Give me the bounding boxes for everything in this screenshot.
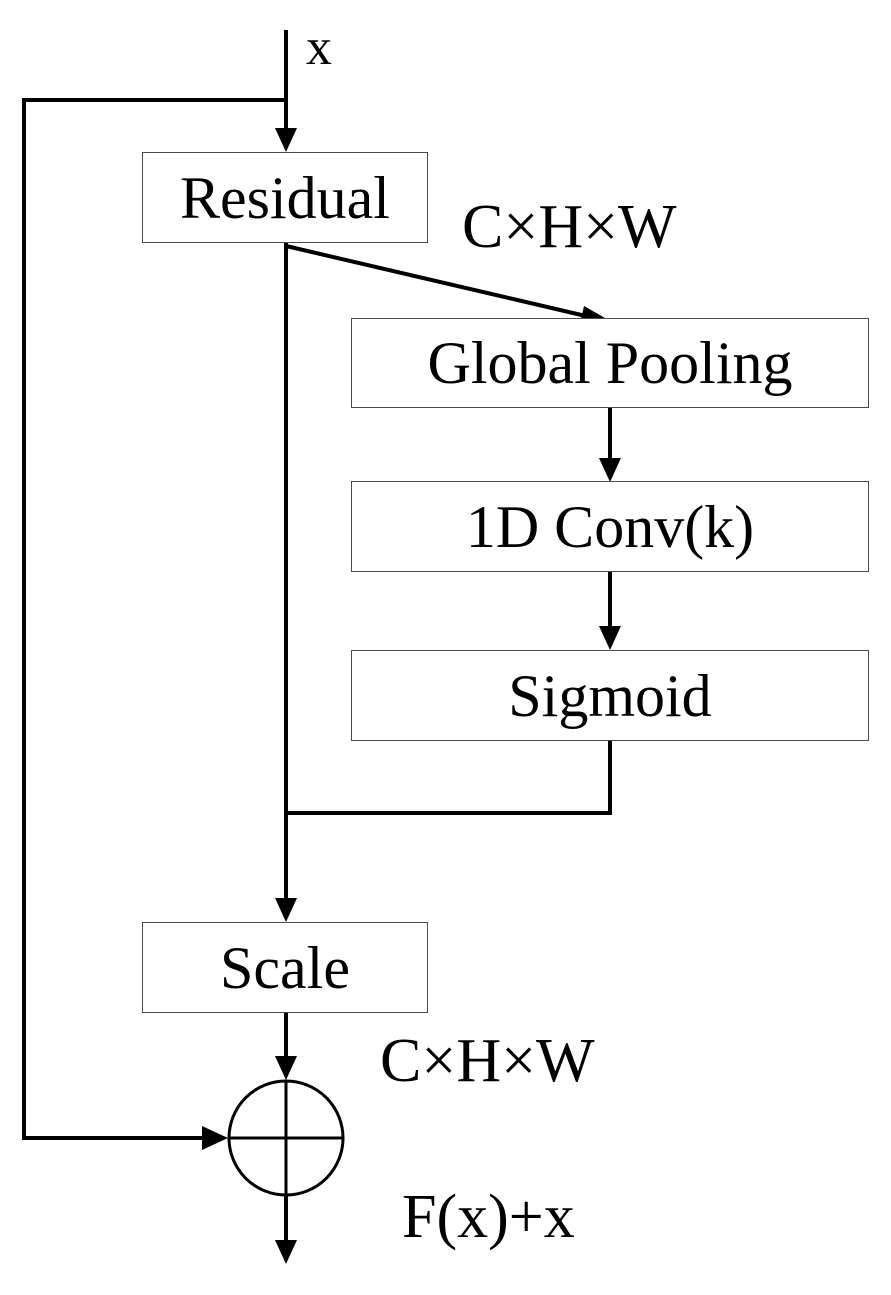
conv1d-node-label: 1D Conv(k) [465,493,755,560]
skip-connection-arrow [22,98,286,1150]
output-label: F(x)+x [402,1183,575,1251]
elementwise-sum-icon [227,1079,345,1197]
output-arrow [275,1195,297,1264]
scale-to-sum-arrow [275,1013,297,1080]
sigmoid-to-main-path-line [286,741,612,815]
scale-node: Scale [142,922,428,1013]
dimension-label-top: C×H×W [462,193,677,261]
global-pooling-node-label: Global Pooling [427,330,793,396]
residual-node: Residual [142,152,428,243]
scale-node-label: Scale [220,934,350,1001]
pooling-to-conv-arrow [599,408,621,482]
sigmoid-node: Sigmoid [351,650,869,741]
sigmoid-node-label: Sigmoid [508,662,712,729]
input-arrow [275,30,297,152]
conv1d-node: 1D Conv(k) [351,481,869,572]
dimension-label-bottom: C×H×W [380,1027,595,1095]
global-pooling-node: Global Pooling [351,318,869,408]
input-label: x [306,19,332,76]
residual-node-label: Residual [180,164,390,231]
conv-to-sigmoid-arrow [599,572,621,650]
residual-to-scale-arrow [275,243,297,922]
